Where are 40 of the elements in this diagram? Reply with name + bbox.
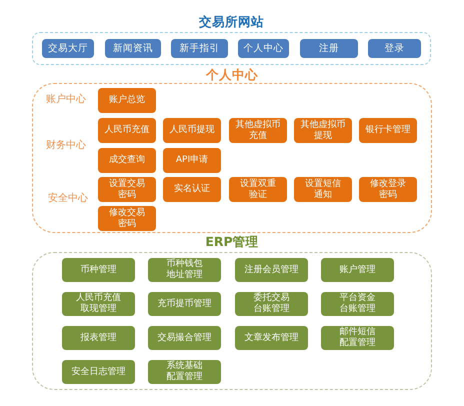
module-tile: 交易撮合管理 — [148, 326, 221, 350]
section-heading: 个人中心 — [206, 66, 258, 84]
feature-tile: 账户总览 — [98, 88, 156, 113]
module-tile: 平台资金台账管理 — [321, 292, 394, 316]
row-label: 财务中心 — [46, 139, 86, 153]
module-tile: 注册会员管理 — [235, 258, 308, 282]
module-tile: 账户管理 — [321, 258, 394, 282]
feature-tile: 人民币充值 — [98, 118, 156, 143]
feature-tile: 实名认证 — [163, 177, 221, 202]
feature-tile: 设置双重验证 — [229, 177, 287, 202]
row-label: 安全中心 — [48, 192, 88, 206]
feature-tile: 修改登录密码 — [359, 177, 417, 202]
menu-button: 新闻资讯 — [105, 39, 161, 58]
module-tile: 文章发布管理 — [235, 326, 308, 350]
menu-button: 登录 — [368, 39, 421, 58]
module-tile: 报表管理 — [62, 326, 135, 350]
section-heading: ERP管理 — [205, 233, 259, 251]
module-tile: 系统基础配置管理 — [148, 360, 221, 384]
feature-tile: 设置短信通知 — [294, 177, 352, 202]
feature-tile: 其他虚拟币充值 — [229, 118, 287, 143]
menu-button: 个人中心 — [238, 39, 289, 58]
menu-button: 新手指引 — [171, 39, 228, 58]
section-heading: 交易所网站 — [199, 13, 264, 31]
module-tile: 币种钱包地址管理 — [148, 258, 221, 282]
module-tile: 币种管理 — [62, 258, 135, 282]
menu-button: 交易大厅 — [42, 39, 94, 58]
feature-tile: 银行卡管理 — [359, 118, 417, 143]
module-tile: 邮件短信配置管理 — [321, 326, 394, 350]
feature-tile: 其他虚拟币提现 — [294, 118, 352, 143]
feature-tile: 修改交易密码 — [98, 206, 156, 231]
feature-tile: API申请 — [163, 148, 221, 173]
module-tile: 委托交易台账管理 — [235, 292, 308, 316]
module-tile: 人民币充值取现管理 — [62, 292, 135, 316]
module-tile: 安全日志管理 — [62, 360, 135, 384]
feature-tile: 成交查询 — [98, 148, 156, 173]
feature-tile: 设置交易密码 — [98, 177, 156, 202]
module-tile: 充币提币管理 — [148, 292, 221, 316]
menu-button: 注册 — [300, 39, 358, 58]
feature-tile: 人民币提现 — [163, 118, 221, 143]
row-label: 账户中心 — [46, 93, 86, 107]
